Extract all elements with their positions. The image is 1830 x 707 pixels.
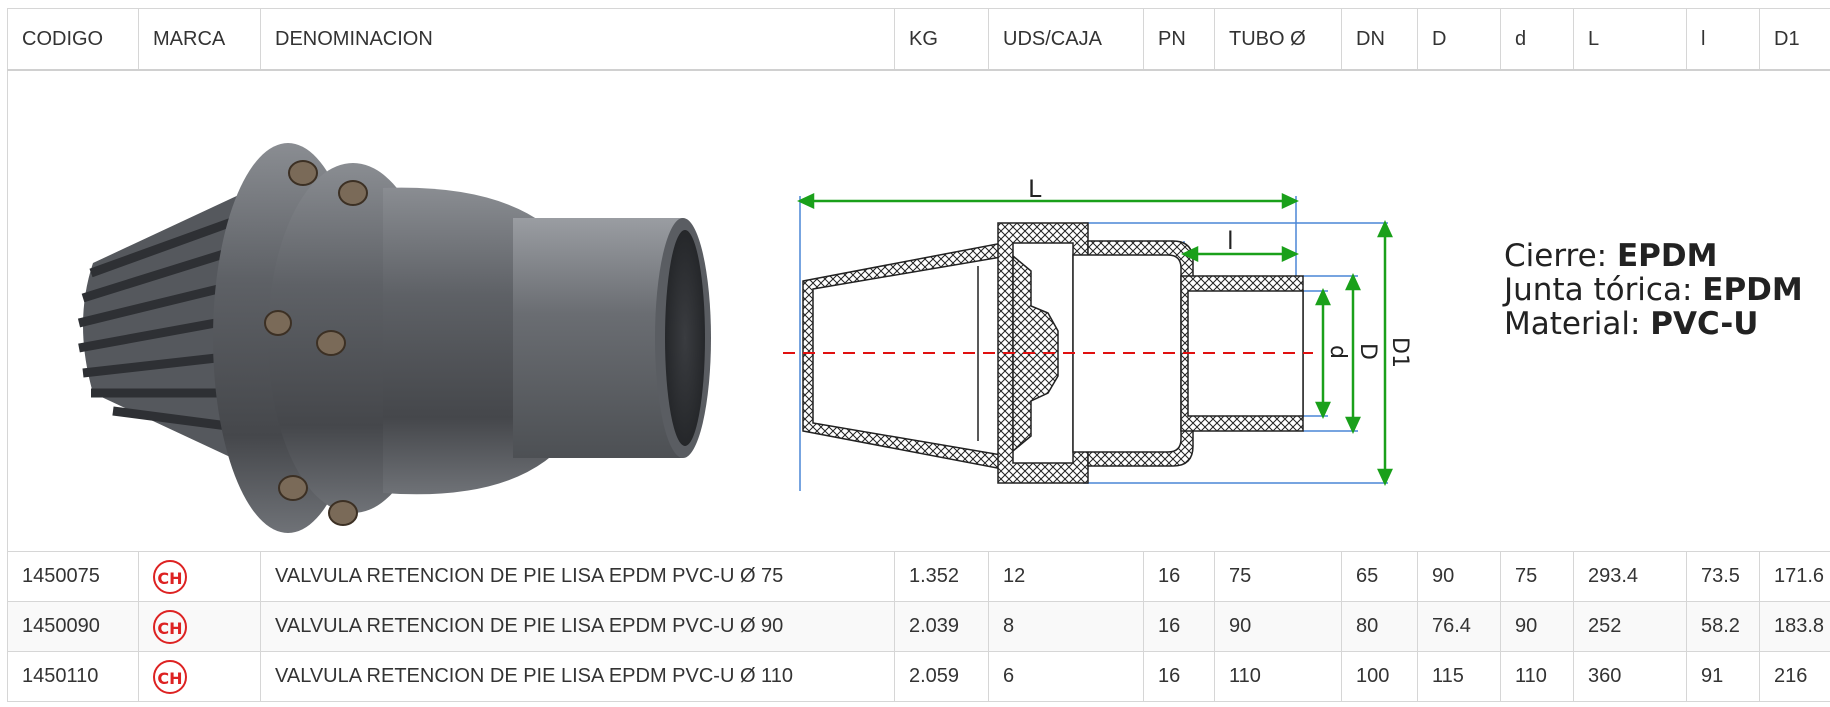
col-header-tubo[interactable]: TUBO Ø	[1215, 9, 1342, 71]
col-header-dn[interactable]: DN	[1342, 9, 1418, 71]
brand-logo-icon: CH	[153, 660, 187, 694]
cell-denominacion: VALVULA RETENCION DE PIE LISA EPDM PVC-U…	[261, 552, 895, 602]
cell-D: 115	[1418, 652, 1501, 702]
cell-d: 90	[1501, 602, 1574, 652]
brand-logo-icon: CH	[153, 610, 187, 644]
col-header-denominacion[interactable]: DENOMINACION	[261, 9, 895, 71]
spec-cierre: Cierre: EPDM	[1504, 239, 1803, 273]
cell-l: 73.5	[1687, 552, 1760, 602]
cell-uds-caja: 12	[989, 552, 1144, 602]
cell-tubo: 90	[1215, 602, 1342, 652]
col-header-l[interactable]: l	[1687, 9, 1760, 71]
product-image-cell: L l d D D1 Cierre: EPDM Junta tórica: EP…	[8, 70, 1830, 552]
cell-tubo: 110	[1215, 652, 1342, 702]
cell-pn: 16	[1144, 652, 1215, 702]
product-image-row: L l d D D1 Cierre: EPDM Junta tórica: EP…	[8, 70, 1830, 552]
cell-codigo: 1450110	[8, 652, 139, 702]
spec-junta-torica: Junta tórica: EPDM	[1504, 273, 1803, 307]
cell-D1: 183.8	[1760, 602, 1830, 652]
col-header-marca[interactable]: MARCA	[139, 9, 261, 71]
col-header-codigo[interactable]: CODIGO	[8, 9, 139, 71]
cell-marca: CH	[139, 552, 261, 602]
cross-section-diagram: L l d D D1	[773, 131, 1413, 552]
foot-valve-photo	[53, 93, 773, 552]
table-row[interactable]: 1450075 CH VALVULA RETENCION DE PIE LISA…	[8, 552, 1830, 602]
cell-marca: CH	[139, 602, 261, 652]
cell-D1: 216	[1760, 652, 1830, 702]
cell-codigo: 1450090	[8, 602, 139, 652]
cell-kg: 2.059	[895, 652, 989, 702]
cell-L: 360	[1574, 652, 1687, 702]
cell-codigo: 1450075	[8, 552, 139, 602]
table-row[interactable]: 1450090 CH VALVULA RETENCION DE PIE LISA…	[8, 602, 1830, 652]
material-specs: Cierre: EPDM Junta tórica: EPDM Material…	[1504, 239, 1803, 341]
col-header-pn[interactable]: PN	[1144, 9, 1215, 71]
dim-label-D: D	[1355, 343, 1380, 360]
dim-label-L: L	[1028, 175, 1042, 203]
cell-kg: 2.039	[895, 602, 989, 652]
cell-tubo: 75	[1215, 552, 1342, 602]
cell-l: 58.2	[1687, 602, 1760, 652]
header-row: CODIGO MARCA DENOMINACION KG UDS/CAJA PN…	[8, 9, 1830, 71]
col-header-D1[interactable]: D1	[1760, 9, 1830, 71]
cell-D: 90	[1418, 552, 1501, 602]
dim-label-D1: D1	[1387, 337, 1412, 368]
cell-dn: 100	[1342, 652, 1418, 702]
cell-D: 76.4	[1418, 602, 1501, 652]
col-header-uds-caja[interactable]: UDS/CAJA	[989, 9, 1144, 71]
cell-uds-caja: 6	[989, 652, 1144, 702]
cell-dn: 65	[1342, 552, 1418, 602]
col-header-d[interactable]: d	[1501, 9, 1574, 71]
spec-material: Material: PVC-U	[1504, 307, 1803, 341]
cell-L: 293.4	[1574, 552, 1687, 602]
col-header-kg[interactable]: KG	[895, 9, 989, 71]
cell-pn: 16	[1144, 552, 1215, 602]
col-header-L[interactable]: L	[1574, 9, 1687, 71]
cell-denominacion: VALVULA RETENCION DE PIE LISA EPDM PVC-U…	[261, 652, 895, 702]
cell-l: 91	[1687, 652, 1760, 702]
cell-dn: 80	[1342, 602, 1418, 652]
cell-D1: 171.6	[1760, 552, 1830, 602]
product-table: CODIGO MARCA DENOMINACION KG UDS/CAJA PN…	[7, 8, 1830, 702]
cell-L: 252	[1574, 602, 1687, 652]
brand-logo-icon: CH	[153, 560, 187, 594]
cell-uds-caja: 8	[989, 602, 1144, 652]
cell-pn: 16	[1144, 602, 1215, 652]
cell-denominacion: VALVULA RETENCION DE PIE LISA EPDM PVC-U…	[261, 602, 895, 652]
dim-label-l: l	[1227, 227, 1234, 255]
table-row[interactable]: 1450110 CH VALVULA RETENCION DE PIE LISA…	[8, 652, 1830, 702]
dim-label-d: d	[1325, 345, 1350, 359]
product-illustration: L l d D D1 Cierre: EPDM Junta tórica: EP…	[8, 71, 1830, 551]
cell-kg: 1.352	[895, 552, 989, 602]
col-header-D[interactable]: D	[1418, 9, 1501, 71]
cell-marca: CH	[139, 652, 261, 702]
cell-d: 75	[1501, 552, 1574, 602]
cell-d: 110	[1501, 652, 1574, 702]
